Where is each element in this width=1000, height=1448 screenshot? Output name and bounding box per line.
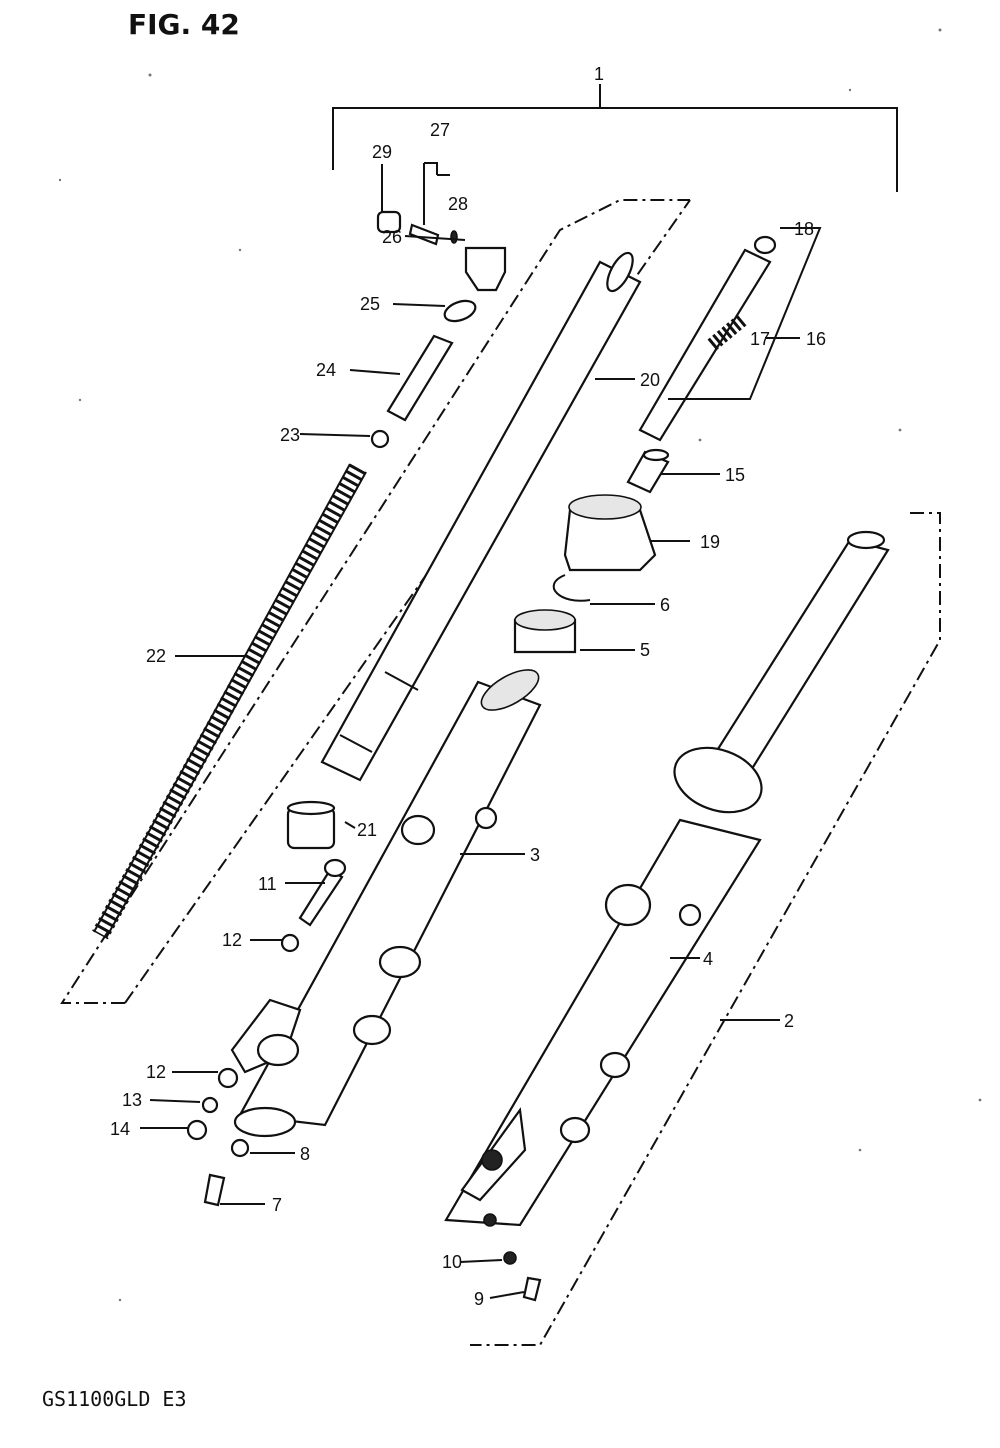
- callout-25: 25: [360, 294, 380, 314]
- callout-11: 11: [258, 874, 277, 894]
- callout-lines: [140, 162, 822, 1299]
- callout-28: 28: [448, 194, 468, 214]
- callout-6: 6: [660, 595, 670, 615]
- callout-29: 29: [372, 142, 392, 162]
- assembly-bracket-1: [332, 84, 898, 192]
- outer-tube-left: [230, 669, 542, 1138]
- callout-2: 2: [784, 1011, 794, 1031]
- callout-10: 10: [442, 1252, 462, 1272]
- callout-27: 27: [430, 120, 450, 140]
- rebound-spring-seat: [626, 448, 670, 494]
- slide-bushing: [286, 800, 336, 850]
- callout-24: 24: [316, 360, 336, 380]
- callout-22: 22: [146, 646, 166, 666]
- callout-5: 5: [640, 640, 650, 660]
- damper-rod: [638, 235, 777, 442]
- callout-20: 20: [640, 370, 660, 390]
- callout-7: 7: [272, 1195, 282, 1215]
- callout-19: 19: [700, 532, 720, 552]
- callout-21: 21: [357, 820, 377, 840]
- callout-labels: 1 2 3 4 5 6 7 8 9 10 11 12 12 13 14 15 1…: [110, 64, 826, 1309]
- stopper-ring: [552, 574, 591, 602]
- callout-9: 9: [474, 1289, 484, 1309]
- inner-tube: [320, 251, 642, 782]
- callout-1: 1: [594, 64, 604, 84]
- callout-23: 23: [280, 425, 300, 445]
- small-parts-bottom-left: [186, 858, 347, 1207]
- callout-17: 17: [750, 329, 770, 349]
- model-code: GS1100GLD E3: [42, 1387, 187, 1411]
- callout-4: 4: [703, 949, 713, 969]
- callout-14: 14: [110, 1119, 130, 1139]
- callout-8: 8: [300, 1144, 310, 1164]
- small-parts-bottom-right: [503, 1251, 542, 1302]
- fork-assembly-right: [444, 530, 890, 1227]
- callout-12a: 12: [222, 930, 242, 950]
- callout-12b: 12: [146, 1062, 166, 1082]
- figure-title: FIG. 42: [128, 8, 240, 41]
- callout-3: 3: [530, 845, 540, 865]
- callout-18: 18: [794, 219, 814, 239]
- callout-16: 16: [806, 329, 826, 349]
- callout-13: 13: [122, 1090, 142, 1110]
- oil-seal: [513, 609, 577, 654]
- scan-noise: [58, 28, 982, 1302]
- callout-26: 26: [382, 227, 402, 247]
- callout-15: 15: [725, 465, 745, 485]
- small-parts-top: [370, 210, 507, 449]
- group-outline-left: [60, 199, 690, 1004]
- dust-seal: [563, 494, 657, 572]
- fork-spring: [92, 463, 367, 940]
- group-outline-right: [470, 512, 941, 1346]
